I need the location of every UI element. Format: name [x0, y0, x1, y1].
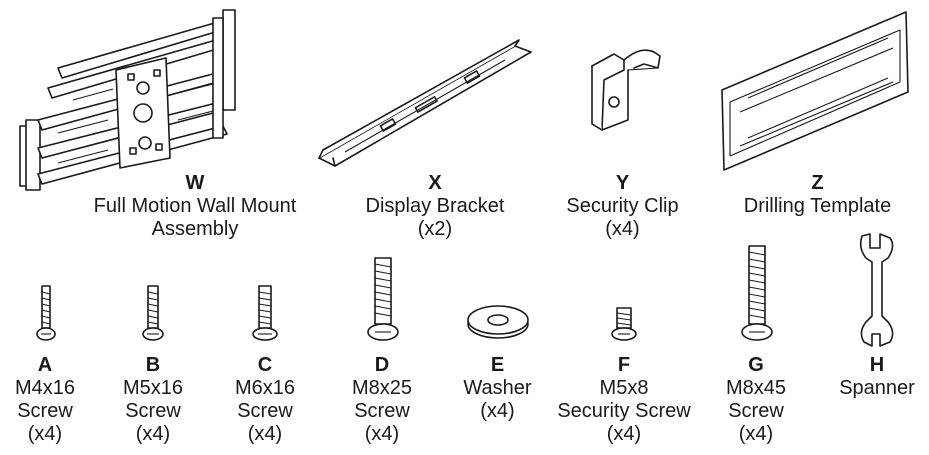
part-w-name-line-1: Full Motion Wall Mount [93, 195, 297, 217]
part-x-name-line-1: Display Bracket [365, 195, 505, 217]
part-w-letter: W [185, 172, 205, 194]
security-screw-icon [611, 307, 637, 341]
part-x-letter: X [428, 172, 442, 194]
wall-mount-assembly-icon [19, 9, 236, 191]
part-d-line-1: M8x25 [351, 377, 413, 399]
part-y-letter: Y [615, 172, 630, 194]
part-d-letter: D [374, 354, 390, 376]
screw-m4x16-icon [36, 285, 56, 341]
part-b-line-2: Screw [125, 400, 181, 422]
display-bracket-icon [318, 39, 532, 167]
part-e-line-1: Washer [463, 377, 532, 399]
part-d-line-2: Screw [354, 400, 410, 422]
spanner-icon [859, 233, 894, 347]
part-a-line-1: M4x16 [14, 377, 76, 399]
screw-m5x16-icon [142, 285, 164, 341]
part-b-line-1: M5x16 [122, 377, 184, 399]
part-g-letter: G [748, 354, 764, 376]
part-e-letter: E [490, 354, 505, 376]
part-g-line-1: M8x45 [725, 377, 787, 399]
part-c-letter: C [257, 354, 273, 376]
part-c-line-2: Screw [237, 400, 293, 422]
part-f-line-2: Security Screw [557, 400, 691, 422]
part-h-letter: H [869, 354, 885, 376]
part-b-line-3: (x4) [135, 423, 171, 445]
part-a-line-2: Screw [17, 400, 73, 422]
part-e-line-2: (x4) [480, 400, 515, 422]
part-d-line-3: (x4) [364, 423, 400, 445]
part-f-line-3: (x4) [606, 423, 642, 445]
part-a-line-3: (x4) [27, 423, 63, 445]
part-y-name-line-1: Security Clip [566, 195, 679, 217]
part-w-name-line-2: Assembly [151, 218, 239, 240]
part-c-line-1: M6x16 [234, 377, 296, 399]
washer-icon [467, 305, 529, 339]
part-c-line-3: (x4) [247, 423, 283, 445]
part-a-letter: A [37, 354, 53, 376]
part-y-name-line-2: (x4) [605, 218, 640, 240]
drilling-template-icon [721, 11, 909, 171]
part-z-letter: Z [811, 172, 824, 194]
part-g-line-3: (x4) [738, 423, 774, 445]
part-z-name-line-1: Drilling Template [743, 195, 892, 217]
screw-m8x45-icon [741, 245, 773, 341]
security-clip-icon [591, 49, 661, 131]
part-f-letter: F [617, 354, 631, 376]
part-h-line-1: Spanner [839, 377, 915, 399]
part-f-line-1: M5x8 [599, 377, 649, 399]
part-g-line-2: Screw [728, 400, 784, 422]
screw-m6x16-icon [252, 285, 278, 341]
screw-m8x25-icon [367, 257, 399, 341]
part-b-letter: B [145, 354, 161, 376]
part-x-name-line-2: (x2) [417, 218, 453, 240]
